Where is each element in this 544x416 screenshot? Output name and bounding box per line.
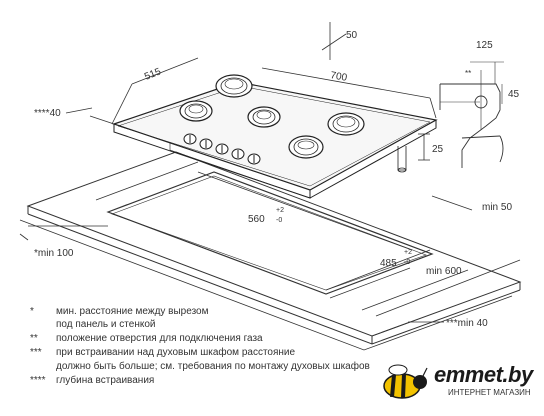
control-knobs bbox=[183, 133, 261, 165]
dim-485: 485 bbox=[380, 258, 397, 269]
dim-45: 45 bbox=[508, 89, 520, 100]
dimension-lines bbox=[19, 22, 521, 337]
footnote-mark: **** bbox=[30, 375, 46, 386]
knob-4 bbox=[231, 148, 245, 160]
countertop bbox=[19, 151, 522, 351]
footnote-mark: * bbox=[30, 306, 34, 317]
dim-515: 515 bbox=[143, 66, 163, 83]
footnote-text: при встраивании над духовым шкафом расст… bbox=[56, 347, 296, 358]
footnote-row: должно быть больше; см. требования по мо… bbox=[30, 361, 374, 373]
hob bbox=[112, 81, 438, 199]
footnote-row: **** глубина встраивания bbox=[30, 375, 154, 387]
dim-min100: *min 100 bbox=[34, 248, 74, 259]
dim-star2: ** bbox=[465, 69, 471, 78]
dim-560-tol-minus: -0 bbox=[276, 217, 282, 224]
burner-front bbox=[288, 135, 324, 159]
dim-star4-40: ****40 bbox=[34, 108, 61, 119]
burner-center bbox=[247, 106, 281, 128]
footnote-row: под панель и стенкой bbox=[30, 319, 155, 331]
burner-right bbox=[327, 112, 365, 136]
dim-700: 700 bbox=[329, 70, 348, 84]
footnote-mark: *** bbox=[30, 347, 42, 358]
knob-3 bbox=[215, 143, 229, 155]
footnote-row: * мин. расстояние между вырезом bbox=[30, 306, 209, 318]
knob-5 bbox=[247, 153, 261, 165]
footnote-text: должно быть больше; см. требования по мо… bbox=[56, 361, 370, 372]
dim-50-top: 50 bbox=[346, 30, 358, 41]
burner-rear bbox=[215, 74, 253, 98]
dim-485-tol-plus: +2 bbox=[404, 249, 412, 256]
dim-min600: min 600 bbox=[426, 266, 462, 277]
footnote-text: положение отверстия для подключения газа bbox=[56, 333, 263, 344]
footnote-text: глубина встраивания bbox=[56, 375, 155, 386]
dim-25: 25 bbox=[432, 144, 444, 155]
brand-logo: emmet.by ИНТЕРНЕТ МАГАЗИН bbox=[378, 360, 538, 404]
knob-2 bbox=[199, 138, 213, 150]
brand-name: emmet.by bbox=[434, 362, 533, 387]
footnote-mark: ** bbox=[30, 333, 38, 344]
cutout bbox=[106, 171, 434, 295]
dim-485-tol-minus: -0 bbox=[404, 259, 410, 266]
footnote-text: мин. расстояние между вырезом bbox=[56, 306, 209, 317]
dim-min40: ***min 40 bbox=[446, 318, 488, 329]
burners bbox=[179, 74, 365, 159]
gas-connector-detail bbox=[439, 61, 504, 168]
dim-min50: min 50 bbox=[482, 202, 512, 213]
footnote-row: ** положение отверстия для подключения га… bbox=[30, 333, 263, 345]
dim-560: 560 bbox=[248, 214, 265, 225]
dim-125: 125 bbox=[476, 40, 493, 51]
footnote-row: *** при встраивании над духовым шкафом ра… bbox=[30, 347, 295, 359]
burner-left bbox=[179, 100, 213, 122]
footnote-text: под панель и стенкой bbox=[56, 319, 156, 330]
dim-560-tol-plus: +2 bbox=[276, 207, 284, 214]
bee-icon bbox=[383, 364, 428, 399]
knob-1 bbox=[183, 133, 197, 145]
brand-tagline: ИНТЕРНЕТ МАГАЗИН bbox=[448, 388, 531, 397]
